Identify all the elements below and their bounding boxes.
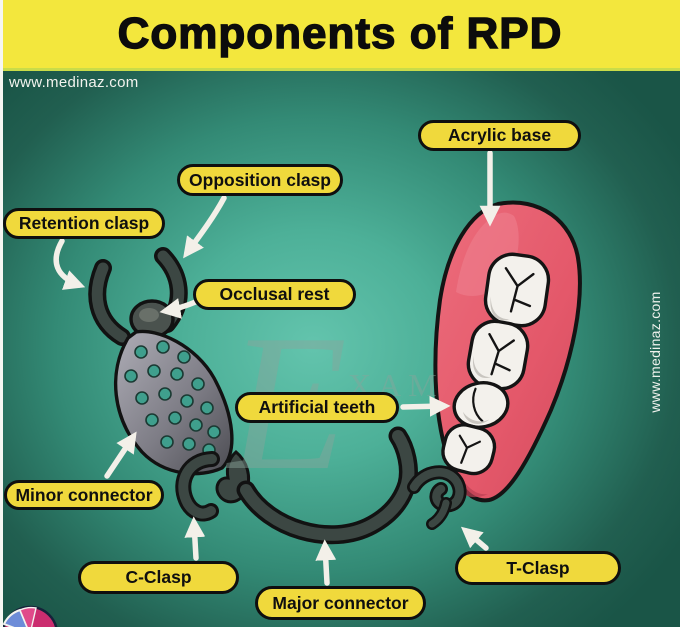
label-retention-clasp-text: Retention clasp: [18, 213, 150, 233]
medinaz-logo: [2, 605, 58, 627]
label-acrylic-base: Acrylic base: [418, 120, 581, 151]
mesh-holes: [124, 340, 221, 457]
label-artificial-teeth-text: Artificial teeth: [258, 397, 376, 417]
label-retention-clasp: Retention clasp: [3, 208, 165, 239]
minor-connector-graphic: [113, 329, 234, 476]
arrow-c-clasp: [184, 516, 206, 561]
label-occlusal-rest: Occlusal rest: [193, 279, 356, 310]
label-opposition-clasp-text: Opposition clasp: [189, 169, 331, 190]
header-banner: Components of RPD: [0, 0, 680, 71]
page-title: Components of RPD: [117, 8, 563, 58]
t-clasp-graphic: [407, 465, 467, 530]
arrow-t-clasp: [460, 526, 489, 551]
arrow-minor: [104, 431, 137, 479]
label-artificial-teeth: Artificial teeth: [235, 392, 399, 423]
website-url-top: www.medinaz.com: [9, 74, 139, 91]
website-url-side: www.medinaz.com: [647, 291, 663, 413]
left-edge-strip: [0, 0, 3, 627]
label-minor-connector-text: Minor connector: [15, 484, 153, 505]
label-c-clasp: C-Clasp: [78, 561, 239, 594]
label-t-clasp: T-Clasp: [455, 551, 621, 585]
major-connector-graphic: [236, 426, 418, 545]
label-minor-connector: Minor connector: [4, 480, 164, 510]
arrow-major: [315, 539, 337, 586]
tooth-4: [441, 423, 497, 476]
label-acrylic-base-text: Acrylic base: [447, 125, 552, 145]
label-major-connector-text: Major connector: [272, 592, 409, 613]
label-t-clasp-text: T-Clasp: [506, 557, 570, 578]
label-major-connector: Major connector: [255, 586, 426, 620]
tooth-1: [483, 252, 551, 328]
tooth-3: [452, 381, 510, 429]
label-occlusal-rest-text: Occlusal rest: [219, 284, 330, 304]
arrow-retention: [53, 238, 86, 290]
label-c-clasp-text: C-Clasp: [125, 567, 192, 587]
label-opposition-clasp: Opposition clasp: [177, 164, 343, 196]
arrow-opposition: [183, 195, 227, 259]
arrow-artificial: [400, 395, 451, 417]
